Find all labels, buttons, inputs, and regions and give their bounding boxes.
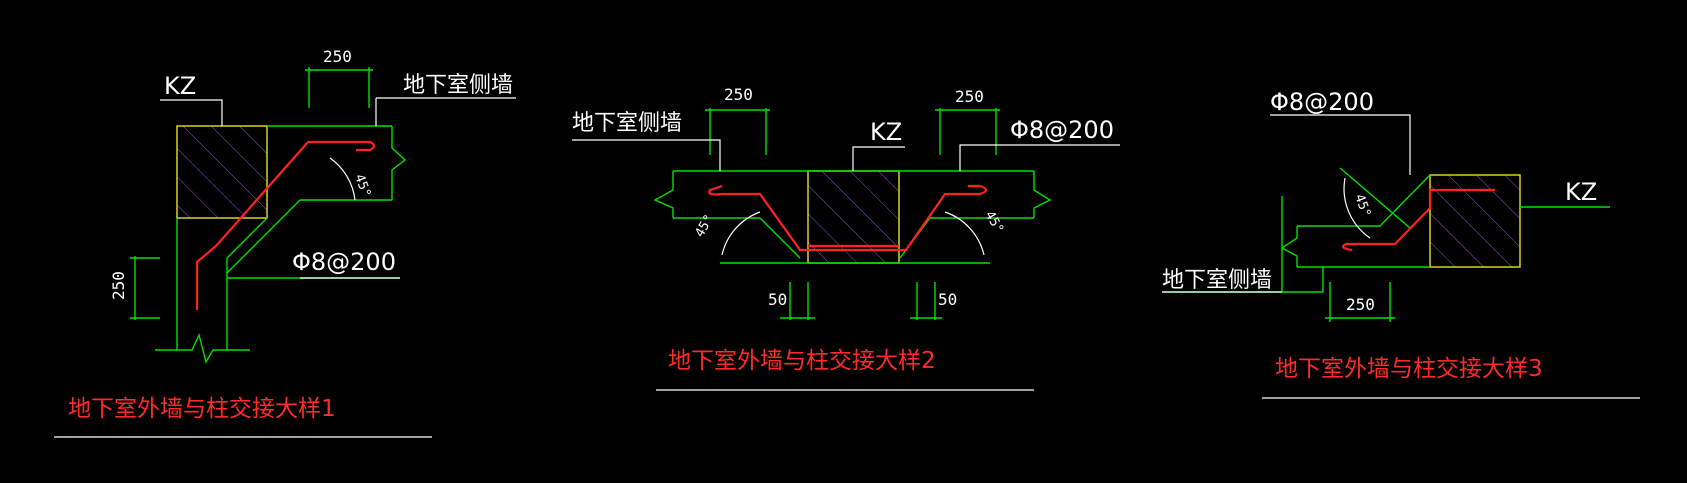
dim-bottom-3: 250 xyxy=(1346,295,1375,314)
detail-1: KZ 地下室侧墙 Φ8@200 45° 250 250 地下室外墙与柱交接大样1 xyxy=(54,47,516,438)
rebar-label-1: Φ8@200 xyxy=(292,248,396,276)
rebar-label-2: Φ8@200 xyxy=(1010,116,1114,144)
dim-bottom-right-2: 50 xyxy=(938,290,957,309)
angle-arc-2-left xyxy=(721,211,761,256)
dim-left-1: 250 xyxy=(109,271,128,300)
detail-3: KZ 地下室侧墙 Φ8@200 45° 250 地下室外墙与柱交接大样3 xyxy=(1162,88,1640,399)
title-2: 地下室外墙与柱交接大样2 xyxy=(668,348,936,374)
title-1: 地下室外墙与柱交接大样1 xyxy=(68,396,336,422)
leaders-2 xyxy=(572,139,1120,171)
angle-label-3: 45° xyxy=(1351,192,1373,219)
rebar-2 xyxy=(708,184,988,252)
column-kz-1 xyxy=(176,125,268,219)
kz-label-3: KZ xyxy=(1565,178,1597,206)
detail-2: KZ 地下室侧墙 Φ8@200 45° 45° 250 250 50 50 地下… xyxy=(572,85,1120,391)
angle-label-2-right: 45° xyxy=(982,209,1007,237)
kz-label-1: KZ xyxy=(164,72,196,100)
wall-label-1: 地下室侧墙 xyxy=(403,73,513,98)
kz-label-2: KZ xyxy=(870,118,902,146)
leaders-3 xyxy=(1162,114,1411,293)
rebar-label-3: Φ8@200 xyxy=(1270,88,1374,116)
dim-top-1: 250 xyxy=(323,47,352,66)
angle-arc-2-right xyxy=(944,211,985,256)
leaders-1 xyxy=(160,97,516,279)
title-3: 地下室外墙与柱交接大样3 xyxy=(1275,356,1543,382)
angle-label-2-left: 45° xyxy=(692,212,717,240)
rebar-1 xyxy=(195,140,376,310)
angle-arc-1 xyxy=(329,157,356,201)
wall-label-2: 地下室侧墙 xyxy=(572,111,682,136)
angle-arc-3 xyxy=(1343,177,1371,239)
wall-label-3: 地下室侧墙 xyxy=(1162,268,1272,293)
dim-bottom-left-2: 50 xyxy=(768,290,787,309)
dim-top-left-2: 250 xyxy=(724,85,753,104)
dim-top-right-2: 250 xyxy=(955,87,984,106)
column-kz-3 xyxy=(1429,174,1521,268)
rebar-3 xyxy=(1341,188,1495,252)
